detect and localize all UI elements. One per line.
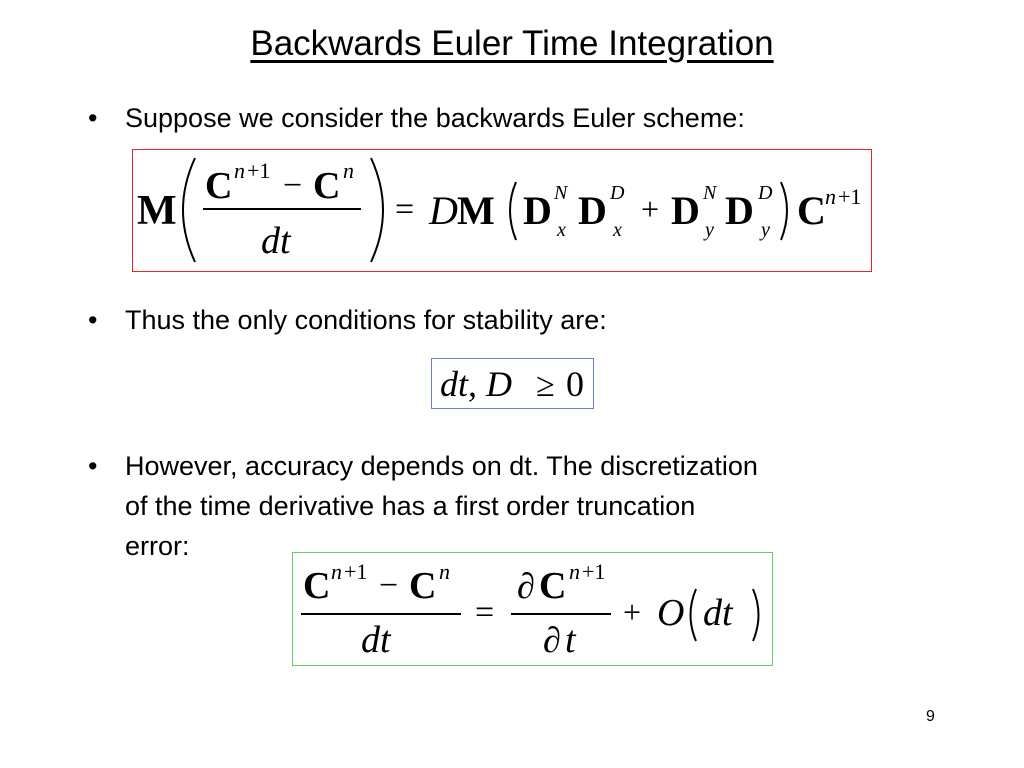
eq-superscript-d: D bbox=[609, 182, 625, 204]
eq-superscript-n: n bbox=[569, 559, 580, 584]
eq-minus: − bbox=[283, 167, 302, 204]
eq-superscript-plus-one: +1 bbox=[247, 158, 270, 183]
eq-subscript-x: x bbox=[612, 219, 622, 241]
stability-lhs: dt, D bbox=[440, 364, 512, 404]
page-number: 9 bbox=[926, 708, 935, 725]
scheme-equation: M C n +1 − C n dt = D M D N x D D x + D … bbox=[137, 157, 861, 263]
eq-c-symbol: C bbox=[539, 565, 566, 607]
eq-d-operator: D bbox=[671, 188, 700, 233]
eq-superscript-plus-one: +1 bbox=[838, 184, 861, 209]
eq-superscript-n: n bbox=[439, 559, 450, 584]
bullet-text-scheme: Suppose we consider the backwards Euler … bbox=[125, 103, 745, 133]
stability-rhs: 0 bbox=[566, 364, 584, 404]
eq-d-operator: D bbox=[523, 188, 552, 233]
eq-right-paren bbox=[780, 181, 788, 241]
bullet-marker: • bbox=[88, 451, 98, 481]
eq-c-symbol: C bbox=[313, 165, 340, 207]
eq-subscript-y: y bbox=[759, 219, 770, 241]
bullet-text-accuracy-line-2: of the time derivative has a first order… bbox=[125, 491, 696, 521]
eq-dt: dt bbox=[703, 592, 734, 634]
bullet-text-accuracy-line-3: error: bbox=[125, 531, 190, 561]
eq-matrix-m: M bbox=[137, 188, 177, 234]
eq-right-paren bbox=[752, 588, 760, 642]
eq-d-operator: D bbox=[725, 188, 754, 233]
eq-superscript-plus-one: +1 bbox=[582, 559, 605, 584]
slide-title: Backwards Euler Time Integration bbox=[250, 24, 774, 63]
eq-left-paren bbox=[689, 588, 697, 642]
truncation-error-equation: C n +1 − C n dt = ∂ C n +1 ∂ t + O dt bbox=[301, 559, 760, 661]
eq-diffusion-coefficient: D bbox=[428, 188, 458, 233]
stability-relation: ≥ bbox=[536, 367, 555, 404]
eq-dt: dt bbox=[261, 220, 292, 262]
eq-plus: + bbox=[641, 191, 659, 227]
eq-superscript-n: n bbox=[825, 184, 836, 209]
eq-superscript-n: n bbox=[331, 559, 342, 584]
eq-left-paren bbox=[182, 157, 196, 263]
eq-subscript-x: x bbox=[556, 219, 566, 241]
bullet-marker: • bbox=[88, 103, 98, 133]
eq-superscript-plus-one: +1 bbox=[344, 559, 367, 584]
eq-superscript-d: D bbox=[757, 182, 773, 204]
eq-equals: = bbox=[475, 594, 494, 631]
scheme-equation-box: M C n +1 − C n dt = D M D N x D D x + D … bbox=[132, 149, 872, 272]
eq-minus: − bbox=[379, 567, 398, 604]
eq-subscript-y: y bbox=[703, 219, 714, 241]
eq-superscript-n: n bbox=[343, 158, 354, 183]
bullet-marker: • bbox=[88, 305, 98, 335]
eq-partial-symbol: ∂ bbox=[517, 566, 535, 606]
eq-dt: dt bbox=[361, 619, 392, 661]
eq-d-operator: D bbox=[578, 188, 607, 233]
eq-superscript-n-upper: N bbox=[702, 182, 718, 204]
eq-big-o: O bbox=[657, 592, 684, 634]
eq-c-symbol: C bbox=[205, 165, 232, 207]
eq-superscript-n: n bbox=[234, 158, 245, 183]
eq-matrix-m: M bbox=[457, 188, 495, 233]
eq-right-paren bbox=[370, 157, 384, 263]
eq-equals: = bbox=[395, 191, 414, 228]
eq-plus: + bbox=[623, 594, 641, 630]
bullet-text-accuracy-line-1: However, accuracy depends on dt. The dis… bbox=[125, 451, 758, 481]
bullet-text-stability: Thus the only conditions for stability a… bbox=[125, 305, 607, 335]
eq-c-symbol: C bbox=[303, 565, 330, 607]
eq-partial-symbol: ∂ bbox=[543, 620, 561, 660]
stability-condition: dt, D ≥ 0 bbox=[440, 364, 584, 404]
eq-left-paren bbox=[509, 181, 517, 241]
stability-condition-box: dt, D ≥ 0 bbox=[431, 358, 594, 409]
eq-c-symbol: C bbox=[409, 565, 436, 607]
eq-t: t bbox=[565, 619, 577, 661]
eq-c-symbol: C bbox=[797, 188, 826, 233]
eq-superscript-n-upper: N bbox=[553, 182, 569, 204]
truncation-error-box: C n +1 − C n dt = ∂ C n +1 ∂ t + O dt bbox=[292, 552, 773, 666]
